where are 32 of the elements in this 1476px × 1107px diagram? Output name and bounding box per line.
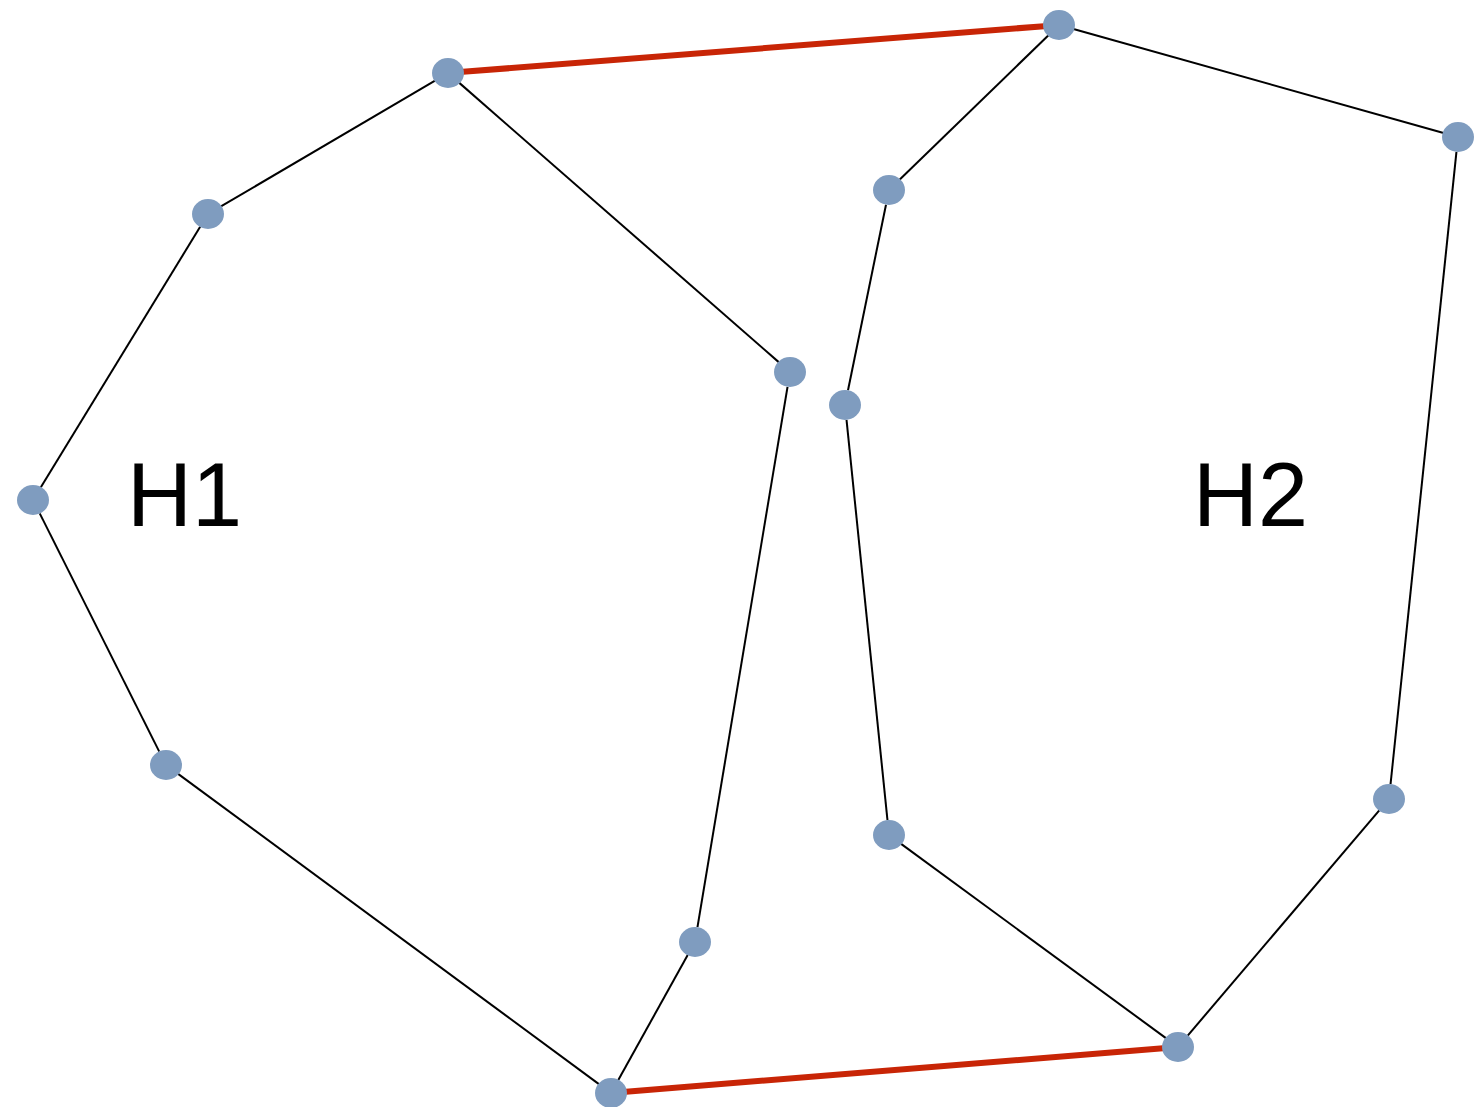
vertex-dot: [17, 485, 49, 515]
vertex-dot: [1373, 784, 1405, 814]
vertex-dot: [192, 199, 224, 229]
hull-edge: [39, 225, 202, 489]
hull-edge: [898, 34, 1050, 181]
hull-edge: [219, 79, 437, 208]
hull-edge: [1389, 150, 1458, 786]
hull-edge: [696, 385, 789, 929]
vertex-dot: [1043, 10, 1075, 40]
vertex-dot: [679, 927, 711, 957]
vertex-dot: [1442, 122, 1474, 152]
hull-edge: [458, 81, 780, 364]
vertex-dot: [150, 750, 182, 780]
hull-edge: [1186, 809, 1381, 1037]
bridge-line: [462, 23, 1045, 75]
vertex-dot: [1162, 1032, 1194, 1062]
hull-edge: [177, 772, 600, 1086]
vertex-dot: [873, 175, 905, 205]
bridge-line: [625, 1045, 1164, 1095]
hull-label: H1: [127, 450, 243, 540]
vertex-dot: [873, 820, 905, 850]
hull-edge: [900, 842, 1167, 1040]
hull-edge: [38, 512, 161, 753]
hull-edge: [1072, 28, 1445, 134]
vertex-dot: [829, 390, 861, 420]
vertex-dot: [432, 58, 464, 88]
vertex-dot: [774, 357, 806, 387]
hull-edge: [617, 954, 689, 1081]
vertex-dot: [595, 1078, 627, 1107]
hull-label: H2: [1193, 450, 1309, 540]
hull-edge: [847, 203, 887, 392]
hull-edge: [845, 418, 889, 822]
